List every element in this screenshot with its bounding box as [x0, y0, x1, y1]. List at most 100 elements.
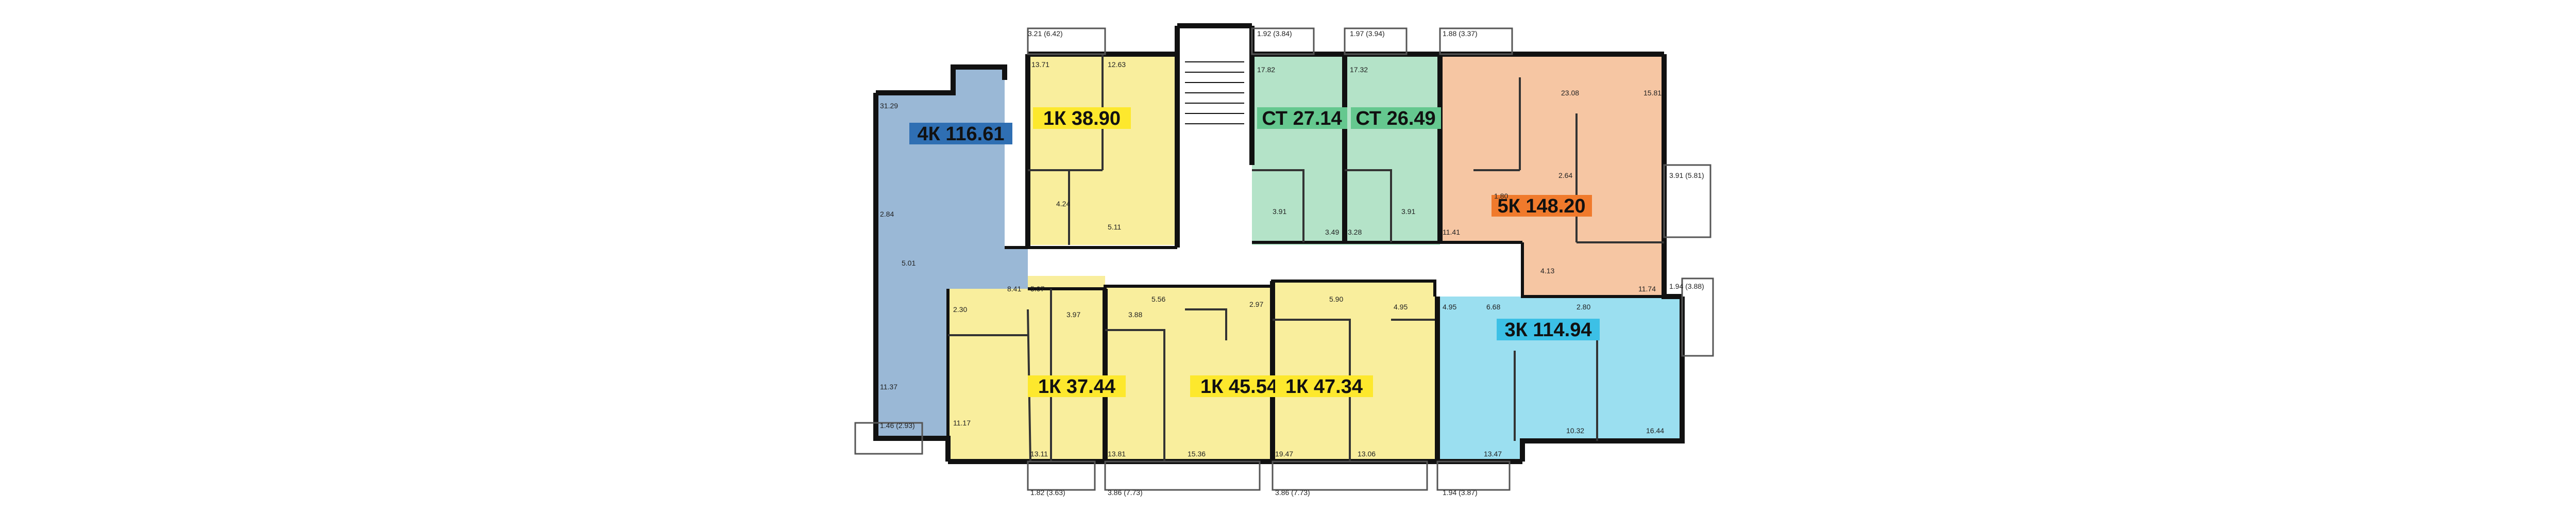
apartment-label-st-right[interactable]: СТ 26.49 — [1351, 107, 1441, 129]
apartment-5k-fill[interactable] — [1440, 54, 1664, 297]
room-area: 3.86 (7.73) — [1108, 488, 1143, 497]
apartment-label-st-left[interactable]: СТ 27.14 — [1257, 107, 1347, 129]
room-area: 3.91 (5.81) — [1669, 171, 1704, 179]
room-area: 1.46 (2.93) — [880, 421, 915, 430]
room-area: 5.56 — [1151, 295, 1165, 303]
balcony-right-3k — [1681, 277, 1714, 357]
apartment-label-text: 4К 116.61 — [917, 123, 1004, 145]
apartment-labels: 4К 116.61 1К 38.90 СТ 27.14 СТ 26.49 5К … — [909, 107, 1600, 398]
room-area: 13.71 — [1031, 60, 1049, 69]
room-area: 11.37 — [880, 383, 897, 391]
room-area: 13.81 — [1108, 450, 1126, 458]
room-area: 31.29 — [880, 102, 898, 110]
balcony-bottom-1k-left — [1027, 461, 1096, 491]
room-area: 4.95 — [1394, 303, 1408, 311]
balconies — [854, 27, 1714, 491]
apartment-label-text: СТ 27.14 — [1262, 108, 1342, 129]
room-area: 8.41 — [1007, 285, 1021, 293]
balcony-right-5k — [1663, 164, 1711, 238]
apartment-label-3k[interactable]: 3К 114.94 — [1497, 319, 1600, 341]
balcony-top-st-left — [1251, 27, 1315, 55]
room-area: 5.07 — [1030, 285, 1044, 293]
outer-wall-bottom-right — [1520, 297, 1685, 462]
room-area: 3.91 — [1273, 207, 1286, 216]
room-area: 2.97 — [1249, 300, 1263, 308]
apartment-label-text: 3К 114.94 — [1504, 319, 1591, 341]
apartment-label-1k-bottom-right[interactable]: 1К 47.34 — [1275, 375, 1373, 398]
room-area: 19.47 — [1275, 450, 1293, 458]
room-area: 15.36 — [1188, 450, 1206, 458]
balcony-bottom-1k-right — [1272, 461, 1428, 491]
apartment-label-4k[interactable]: 4К 116.61 — [909, 123, 1012, 145]
room-area: 3.49 — [1325, 228, 1339, 236]
apartment-label-5k[interactable]: 5К 148.20 — [1492, 195, 1592, 217]
room-area: 1.88 (3.37) — [1443, 29, 1478, 38]
stair-wall — [1175, 23, 1255, 248]
room-area: 16.44 — [1646, 426, 1664, 435]
apartment-1k-bottom-left-ext-fill[interactable] — [1028, 276, 1105, 462]
room-area: 2.84 — [880, 210, 894, 218]
apartment-1k-bottom-mid-fill[interactable] — [1105, 286, 1273, 462]
room-area: 6.68 — [1486, 303, 1500, 311]
room-area: 3.97 — [1066, 310, 1080, 319]
room-area: 17.32 — [1350, 65, 1368, 74]
room-area: 2.80 — [1577, 303, 1590, 311]
apartment-label-1k-top[interactable]: 1К 38.90 — [1033, 107, 1131, 129]
outer-wall-left — [876, 64, 1007, 95]
room-area: 1.97 (3.94) — [1350, 29, 1385, 38]
room-area: 1.80 — [1494, 192, 1508, 200]
room-area: 1.82 (3.63) — [1030, 488, 1065, 497]
room-area: 10.32 — [1566, 426, 1584, 435]
apartment-st-right-fill[interactable] — [1345, 54, 1440, 245]
room-area: 13.06 — [1358, 450, 1376, 458]
apartment-label-1k-bottom-left[interactable]: 1К 37.44 — [1028, 375, 1126, 398]
apartment-st-left-fill[interactable] — [1252, 54, 1345, 245]
room-area: 1.94 (3.87) — [1443, 488, 1478, 497]
room-area: 11.74 — [1638, 285, 1656, 293]
room-area: 11.17 — [953, 419, 971, 427]
room-area: 4.24 — [1056, 200, 1070, 208]
room-area: 3.91 — [1401, 207, 1415, 216]
room-area: 11.41 — [1443, 228, 1460, 236]
apartment-label-text: СТ 26.49 — [1355, 108, 1435, 129]
room-area: 12.63 — [1108, 60, 1126, 69]
room-area: 13.47 — [1484, 450, 1502, 458]
corridor-top-wall — [1005, 241, 1522, 249]
room-area: 5.11 — [1108, 223, 1121, 231]
room-area: 23.08 — [1561, 89, 1579, 97]
room-area: 15.81 — [1643, 89, 1662, 97]
room-area: 3.28 — [1348, 228, 1362, 236]
room-area: 4.95 — [1443, 303, 1456, 311]
apartment-label-text: 5К 148.20 — [1497, 195, 1585, 217]
balcony-top-5k — [1439, 27, 1513, 55]
room-area: 1.92 (3.84) — [1257, 29, 1292, 38]
balcony-left-4k — [854, 422, 923, 455]
apartment-label-1k-bottom-mid[interactable]: 1К 45.54 — [1190, 375, 1288, 398]
apartment-1k-bottom-right-fill[interactable] — [1273, 281, 1435, 462]
room-area: 17.82 — [1257, 65, 1275, 74]
room-areas: 31.29 2.84 5.01 8.41 11.37 1.46 (2.93) 1… — [880, 29, 1704, 497]
room-area: 3.88 — [1128, 310, 1142, 319]
balcony-top-st-right — [1344, 27, 1408, 55]
apartment-label-text: 1К 38.90 — [1043, 108, 1121, 129]
room-area: 4.13 — [1540, 267, 1554, 275]
apartment-label-text: 1К 37.44 — [1038, 376, 1115, 398]
outer-wall-left-side — [873, 93, 951, 462]
room-area: 3.86 (7.73) — [1275, 488, 1310, 497]
room-area: 3.21 (6.42) — [1028, 29, 1063, 38]
balcony-bottom-1k-mid — [1104, 461, 1261, 491]
5k-bottom-wall — [1521, 242, 1664, 298]
room-area: 13.11 — [1030, 450, 1048, 458]
room-area: 1.94 (3.88) — [1669, 282, 1704, 290]
bottom-dividers — [1103, 281, 1440, 462]
room-area: 5.90 — [1329, 295, 1343, 303]
balcony-bottom-3k — [1436, 461, 1511, 491]
apartment-label-text: 1К 45.54 — [1200, 376, 1278, 398]
room-area: 2.30 — [953, 305, 967, 314]
room-area: 5.01 — [902, 259, 916, 267]
apartment-label-text: 1К 47.34 — [1285, 376, 1363, 398]
apartment-4k-fill[interactable] — [876, 67, 1028, 438]
balcony-top-1k — [1027, 27, 1106, 55]
stair-block — [1185, 61, 1244, 124]
